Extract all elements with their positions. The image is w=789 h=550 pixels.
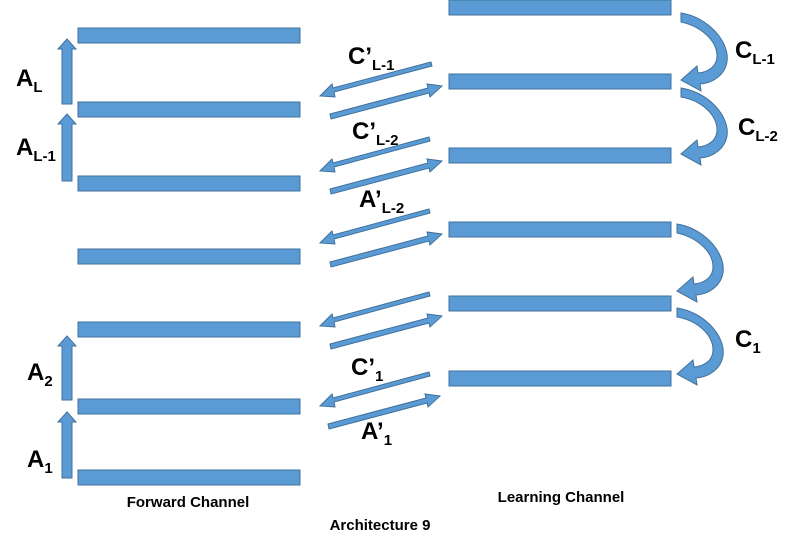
learning-layer-1: [448, 370, 672, 387]
label-C-1: C1: [735, 326, 761, 357]
exchange-left-arrow-1: [318, 61, 433, 98]
learning-channel: [448, 0, 728, 387]
exchange-arrows: [318, 61, 444, 430]
exchange-right-arrow-3: [329, 231, 444, 268]
forward-up-arrow-1: [56, 411, 78, 479]
forward-up-arrow-L-1: [56, 113, 78, 182]
learning-curve-arrow-L-2: [680, 87, 728, 166]
exchange-left-arrow-5: [318, 371, 431, 408]
forward-up-arrow-L: [56, 38, 78, 105]
forward-layer-1: [77, 469, 301, 486]
architecture-caption: Architecture 9: [330, 517, 431, 534]
learning-curve-arrow-L-1: [680, 12, 728, 92]
learning-curve-arrow-C1: [676, 307, 724, 386]
learning-channel-label: Learning Channel: [498, 489, 625, 506]
learning-curve-arrow-mid: [676, 223, 724, 303]
forward-channel-label: Forward Channel: [127, 494, 250, 511]
label-A-L: AL: [16, 65, 43, 96]
exchange-right-arrow-5: [327, 393, 442, 430]
label-C-L-1: CL-1: [735, 37, 775, 68]
exchange-left-arrow-3: [318, 208, 431, 245]
label-A-L-1: AL-1: [16, 134, 56, 165]
exchange-right-arrow-2: [329, 158, 444, 195]
label-A-prime-L-2: A’L-2: [359, 186, 404, 217]
label-C-prime-1: C’1: [351, 354, 383, 385]
learning-layer-L-1: [448, 73, 672, 90]
forward-channel: [56, 27, 301, 486]
forward-up-arrow-2: [56, 335, 78, 401]
learning-layer-2: [448, 295, 672, 312]
learning-layer-L-2: [448, 147, 672, 164]
exchange-right-arrow-4: [329, 313, 444, 350]
label-C-prime-L-2: C’L-2: [352, 118, 399, 149]
forward-layer-3: [77, 321, 301, 338]
forward-layer-L-2: [77, 175, 301, 192]
forward-layer-mid: [77, 248, 301, 265]
label-A-2: A2: [27, 359, 53, 390]
label-C-prime-L-1: C’L-1: [348, 43, 395, 74]
forward-layer-L: [77, 27, 301, 44]
exchange-right-arrow-1: [329, 83, 444, 120]
learning-layer-mid: [448, 221, 672, 238]
learning-layer-top: [448, 0, 672, 16]
forward-layer-L-1: [77, 101, 301, 118]
forward-layer-2: [77, 398, 301, 415]
exchange-left-arrow-2: [318, 136, 431, 173]
label-A-prime-1: A’1: [361, 418, 392, 449]
label-C-L-2: CL-2: [738, 114, 778, 145]
label-A-1: A1: [27, 446, 53, 477]
exchange-left-arrow-4: [318, 291, 431, 328]
